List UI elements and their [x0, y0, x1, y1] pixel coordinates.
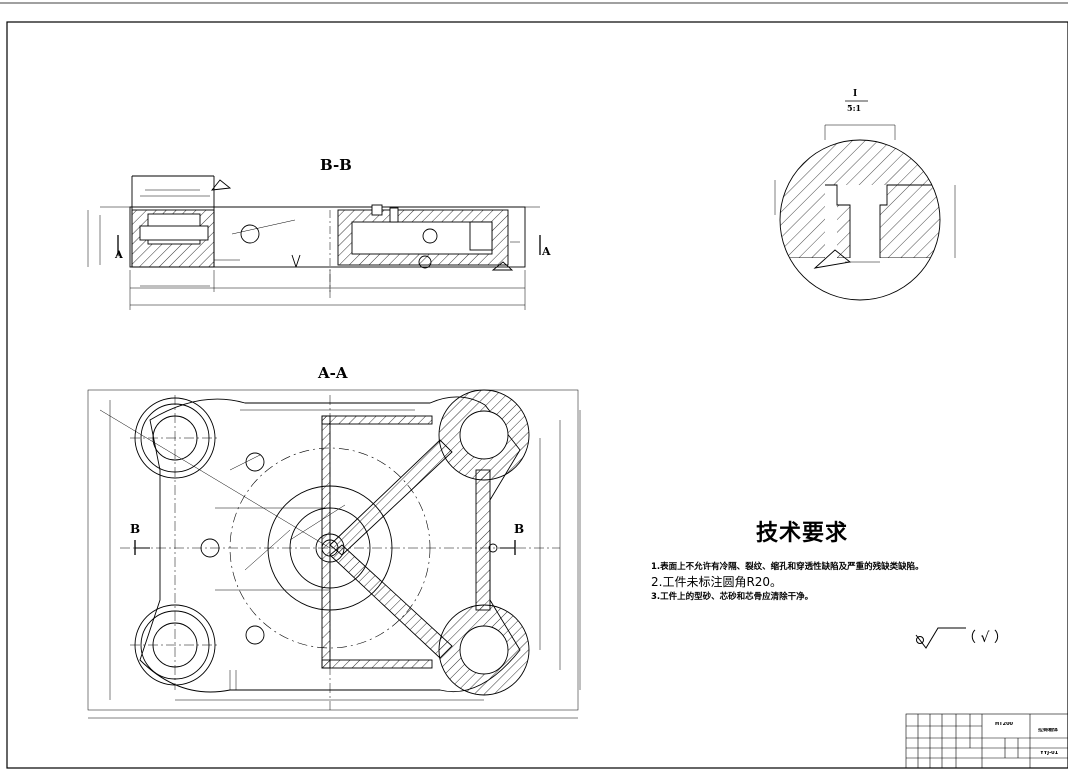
title-block-material: HT200: [995, 722, 1014, 726]
aa-section-b-mark-right: B: [514, 522, 524, 536]
tech-req-item-1: 1.表面上不允许有冷隔、裂纹、缩孔和穿透性缺陷及严重的残缺类缺陷。: [651, 562, 924, 572]
title-block-part-name: 拉铸箱体: [1038, 728, 1059, 732]
aa-section-b-mark-left: B: [130, 522, 140, 536]
surface-finish-symbol: [915, 627, 966, 649]
detail-label: I: [853, 89, 857, 99]
title-block: [905, 713, 1068, 769]
aa-section-view: [87, 389, 581, 719]
bb-section-a-mark: A: [541, 245, 551, 258]
bb-section-a-mark-left: A: [114, 250, 123, 261]
aa-section-title: A-A: [317, 364, 348, 382]
detail-scale: 5:1: [847, 103, 861, 113]
tech-req-title: 技术要求: [756, 521, 849, 546]
detail-view: [774, 100, 956, 301]
tech-req-item-2: 2.工件未标注圆角R20。: [651, 575, 783, 589]
bb-section-title: B-B: [320, 156, 352, 174]
tech-req-item-3: 3.工件上的型砂、芯砂和芯骨应清除干净。: [651, 592, 814, 602]
surface-finish-note: （ √ ）: [962, 630, 1008, 646]
bb-section-view: [87, 175, 541, 310]
title-block-drawing-no: YYJ-01: [1040, 751, 1059, 755]
